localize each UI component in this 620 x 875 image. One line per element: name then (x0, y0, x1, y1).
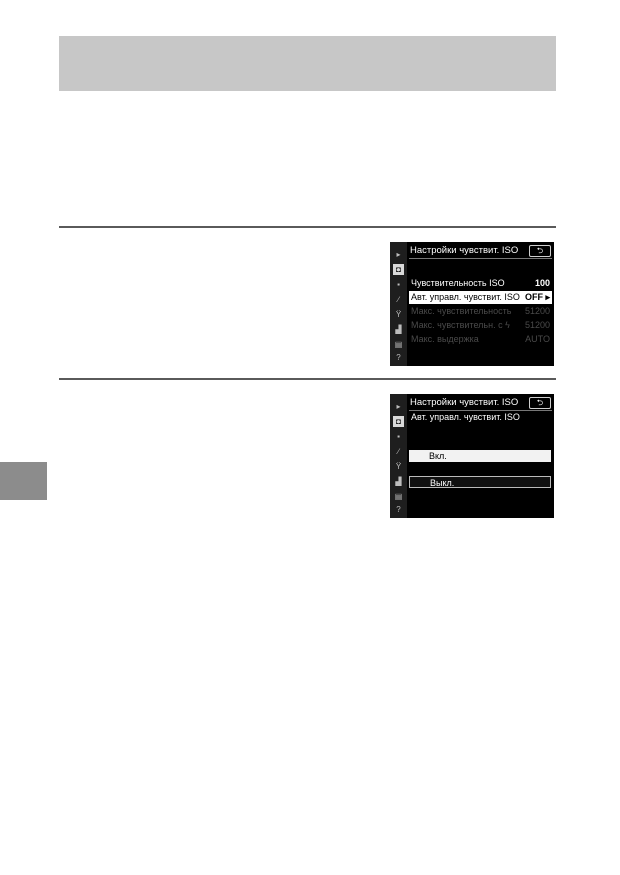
title-divider (409, 410, 552, 411)
row-value: 51200 (524, 320, 550, 330)
camera-icon[interactable]: ◘ (393, 416, 404, 427)
retouch-icon[interactable]: ▟ (395, 477, 402, 486)
option-label: Вкл. (429, 451, 447, 461)
help-icon[interactable]: ? (396, 353, 401, 362)
movie-icon[interactable]: ▪ (397, 280, 400, 289)
menu-row-iso-sensitivity[interactable]: Чувствительность ISO 100 (409, 277, 552, 290)
wrench-icon[interactable]: Ÿ (395, 462, 402, 471)
playback-icon[interactable]: ▸ (396, 250, 401, 259)
playback-icon[interactable]: ▸ (396, 402, 401, 411)
option-label: Выкл. (430, 478, 455, 488)
wrench-icon[interactable]: Ÿ (395, 310, 402, 319)
back-button[interactable]: ⮌ (529, 245, 551, 257)
row-value: 51200 (524, 306, 550, 316)
option-on[interactable]: Вкл. (409, 450, 551, 462)
camera-screen-iso-settings: ▸ ◘ ▪ ∕ Ÿ ▟ ▤ ? Настройки чувствит. ISO … (390, 242, 554, 366)
submenu-subtitle: Авт. управл. чувствит. ISO (411, 412, 520, 422)
title-divider (409, 258, 552, 259)
row-value: AUTO (525, 334, 550, 344)
my-menu-icon[interactable]: ▤ (394, 340, 403, 349)
option-off[interactable]: Выкл. (409, 476, 551, 488)
row-label: Макс. чувствительн. с ϟ (411, 320, 510, 330)
movie-icon[interactable]: ▪ (397, 432, 400, 441)
row-value: 100 (534, 278, 550, 288)
retouch-icon[interactable]: ▟ (395, 325, 402, 334)
menu-row-max-sensitivity: Макс. чувствительность 51200 (409, 305, 552, 318)
camera-icon[interactable]: ◘ (393, 264, 404, 275)
menu-sidebar: ▸ ◘ ▪ ∕ Ÿ ▟ ▤ ? (390, 394, 407, 518)
help-icon[interactable]: ? (396, 505, 401, 514)
row-label: Макс. чувствительность (411, 306, 512, 316)
pencil-icon[interactable]: ∕ (397, 295, 400, 304)
menu-row-max-sensitivity-flash: Макс. чувствительн. с ϟ 51200 (409, 319, 552, 332)
menu-title: Настройки чувствит. ISO (410, 397, 519, 408)
pencil-icon[interactable]: ∕ (397, 447, 400, 456)
divider-rule (59, 226, 556, 228)
my-menu-icon[interactable]: ▤ (394, 492, 403, 501)
row-label: Чувствительность ISO (411, 278, 505, 288)
back-button[interactable]: ⮌ (529, 397, 551, 409)
row-label: Авт. управл. чувствит. ISO (411, 292, 520, 302)
chapter-tab (0, 462, 47, 500)
row-value: OFF ▸ (524, 292, 550, 302)
menu-row-max-shutter: Макс. выдержка AUTO (409, 333, 552, 346)
divider-rule (59, 378, 556, 380)
camera-screen-auto-iso: ▸ ◘ ▪ ∕ Ÿ ▟ ▤ ? Настройки чувствит. ISO … (390, 394, 554, 518)
menu-title: Настройки чувствит. ISO (410, 245, 519, 256)
header-band (59, 36, 556, 91)
menu-sidebar: ▸ ◘ ▪ ∕ Ÿ ▟ ▤ ? (390, 242, 407, 366)
menu-row-auto-iso[interactable]: Авт. управл. чувствит. ISO OFF ▸ (409, 291, 552, 304)
row-label: Макс. выдержка (411, 334, 479, 344)
